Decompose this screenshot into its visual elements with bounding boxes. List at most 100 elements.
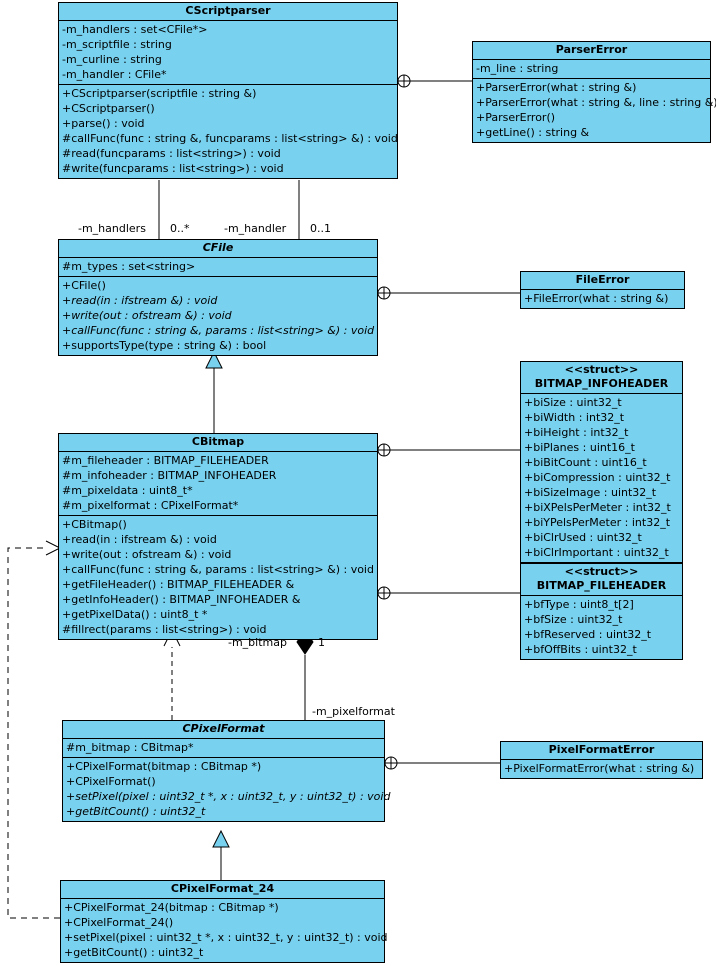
attribute-row: +bfSize : uint32_t xyxy=(524,613,623,626)
class-title: FileError xyxy=(521,272,684,290)
attribute-row: +biYPelsPerMeter : int32_t xyxy=(524,516,671,529)
attribute-row: +biClrUsed : uint32_t xyxy=(524,531,642,544)
attributes-compartment: #m_bitmap : CBitmap* xyxy=(63,739,384,758)
operations-compartment: +CBitmap() +read(in : ifstream &) : void… xyxy=(59,516,377,639)
operation-row: +getLine() : string & xyxy=(476,126,590,139)
class-title: CFile xyxy=(59,240,377,258)
operations-compartment: +ParserError(what : string &) +ParserErr… xyxy=(473,79,716,142)
class-cpixelformat[interactable]: CPixelFormat #m_bitmap : CBitmap* +CPixe… xyxy=(62,720,391,822)
operation-row: +PixelFormatError(what : string &) xyxy=(504,762,695,775)
operation-row: +CScriptparser(scriptfile : string &) xyxy=(62,87,257,100)
operations-compartment: +CPixelFormat_24(bitmap : CBitmap *) +CP… xyxy=(61,899,388,962)
operation-row: +parse() : void xyxy=(62,117,145,130)
attributes-compartment: #m_types : set<string> xyxy=(59,258,377,277)
attributes-compartment: -m_line : string xyxy=(473,60,710,79)
class-title: CPixelFormat_24 xyxy=(61,881,384,899)
attribute-row: +biCompression : uint32_t xyxy=(524,471,671,484)
stereotype-label: <<struct>> xyxy=(564,363,639,376)
attribute-row: +biWidth : int32_t xyxy=(524,411,625,424)
operation-row: +read(in : ifstream &) : void xyxy=(62,294,218,307)
attribute-row: +biSize : uint32_t xyxy=(524,396,622,409)
operations-compartment: +PixelFormatError(what : string &) xyxy=(501,760,702,778)
attribute-row: +biPlanes : uint16_t xyxy=(524,441,635,454)
class-bitmap-fileheader[interactable]: <<struct>> BITMAP_FILEHEADER +bfType : u… xyxy=(520,563,683,660)
class-title: CScriptparser xyxy=(59,3,397,21)
class-cbitmap[interactable]: CBitmap #m_fileheader : BITMAP_FILEHEADE… xyxy=(58,433,378,640)
label-handler-role: -m_handler xyxy=(224,222,287,235)
operation-row: +getBitCount() : uint32_t xyxy=(64,946,204,959)
operation-row: +getFileHeader() : BITMAP_FILEHEADER & xyxy=(62,578,295,591)
operation-row: +setPixel(pixel : uint32_t *, x : uint32… xyxy=(64,931,388,944)
attributes-compartment: +bfType : uint8_t[2] +bfSize : uint32_t … xyxy=(521,596,682,659)
operation-row: +CPixelFormat() xyxy=(66,775,156,788)
attribute-row: -m_scriptfile : string xyxy=(62,38,172,51)
label-handlers-role: -m_handlers xyxy=(78,222,146,235)
attribute-row: #m_types : set<string> xyxy=(62,260,196,273)
operation-row: +write(out : ofstream &) : void xyxy=(62,309,232,322)
attribute-row: +bfOffBits : uint32_t xyxy=(524,643,637,656)
operation-row: +getInfoHeader() : BITMAP_INFOHEADER & xyxy=(62,593,301,606)
operations-compartment: +CScriptparser(scriptfile : string &) +C… xyxy=(59,85,398,178)
label-handler-mult: 0..1 xyxy=(310,222,331,235)
label-bitmap-role: -m_bitmap xyxy=(228,636,287,649)
operation-row: #callFunc(func : string &, funcparams : … xyxy=(62,132,398,145)
attributes-compartment: +biSize : uint32_t +biWidth : int32_t +b… xyxy=(521,394,682,562)
operation-row: +CPixelFormat_24(bitmap : CBitmap *) xyxy=(64,901,279,914)
class-pixelformaterror[interactable]: PixelFormatError +PixelFormatError(what … xyxy=(500,741,703,779)
class-title: <<struct>> BITMAP_INFOHEADER xyxy=(521,362,682,394)
attribute-row: #m_pixelformat : CPixelFormat* xyxy=(62,499,239,512)
attribute-row: -m_handler : CFile* xyxy=(62,68,167,81)
operation-row: +ParserError(what : string &, line : str… xyxy=(476,96,716,109)
operation-row: +CPixelFormat(bitmap : CBitmap *) xyxy=(66,760,262,773)
attribute-row: +bfReserved : uint32_t xyxy=(524,628,652,641)
operation-row: +read(in : ifstream &) : void xyxy=(62,533,217,546)
class-cfile[interactable]: CFile #m_types : set<string> +CFile() +r… xyxy=(58,239,378,356)
operations-compartment: +CPixelFormat(bitmap : CBitmap *) +CPixe… xyxy=(63,758,391,821)
operation-row: +CFile() xyxy=(62,279,106,292)
operations-compartment: +FileError(what : string &) xyxy=(521,290,684,308)
class-title: <<struct>> BITMAP_FILEHEADER xyxy=(521,564,682,596)
class-cpixelformat-24[interactable]: CPixelFormat_24 +CPixelFormat_24(bitmap … xyxy=(60,880,388,963)
operation-row: #fillrect(params : list<string>) : void xyxy=(62,623,267,636)
attribute-row: +biSizeImage : uint32_t xyxy=(524,486,657,499)
attribute-row: #m_infoheader : BITMAP_INFOHEADER xyxy=(62,469,277,482)
attribute-row: +biBitCount : uint16_t xyxy=(524,456,647,469)
class-title: CBitmap xyxy=(59,434,377,452)
operation-row: #read(funcparams : list<string>) : void xyxy=(62,147,281,160)
class-name-label: BITMAP_INFOHEADER xyxy=(534,377,669,390)
attribute-row: +biClrImportant : uint32_t xyxy=(524,546,669,559)
operation-row: +FileError(what : string &) xyxy=(524,292,669,305)
operations-compartment: +CFile() +read(in : ifstream &) : void +… xyxy=(59,277,377,355)
operation-row: +write(out : ofstream &) : void xyxy=(62,548,232,561)
attribute-row: +bfType : uint8_t[2] xyxy=(524,598,634,611)
attribute-row: #m_bitmap : CBitmap* xyxy=(66,741,194,754)
attribute-row: #m_pixeldata : uint8_t* xyxy=(62,484,193,497)
operation-row: +ParserError() xyxy=(476,111,556,124)
class-fileerror[interactable]: FileError +FileError(what : string &) xyxy=(520,271,685,309)
attributes-compartment: #m_fileheader : BITMAP_FILEHEADER #m_inf… xyxy=(59,452,377,516)
operation-row: +CPixelFormat_24() xyxy=(64,916,174,929)
attribute-row: +biXPelsPerMeter : int32_t xyxy=(524,501,671,514)
operation-row: +CScriptparser() xyxy=(62,102,155,115)
operation-row: #write(funcparams : list<string>) : void xyxy=(62,162,284,175)
class-parsererror[interactable]: ParserError -m_line : string +ParserErro… xyxy=(472,41,716,143)
operation-row: +ParserError(what : string &) xyxy=(476,81,637,94)
operation-row: +callFunc(func : string &, params : list… xyxy=(62,324,375,337)
attributes-compartment: -m_handlers : set<CFile*> -m_scriptfile … xyxy=(59,21,397,85)
operation-row: +callFunc(func : string &, params : list… xyxy=(62,563,374,576)
operation-row: +setPixel(pixel : uint32_t *, x : uint32… xyxy=(66,790,391,803)
attribute-row: -m_line : string xyxy=(476,62,559,75)
attribute-row: +biHeight : int32_t xyxy=(524,426,629,439)
class-bitmap-infoheader[interactable]: <<struct>> BITMAP_INFOHEADER +biSize : u… xyxy=(520,361,683,563)
class-cscriptparser[interactable]: CScriptparser -m_handlers : set<CFile*> … xyxy=(58,2,398,179)
operation-row: +getPixelData() : uint8_t * xyxy=(62,608,208,621)
operation-row: +CBitmap() xyxy=(62,518,127,531)
attribute-row: -m_curline : string xyxy=(62,53,162,66)
edge-cpixelformat24-cbitmap-dep xyxy=(7,547,60,919)
label-pixelformat-role: -m_pixelformat xyxy=(312,705,395,718)
class-name-label: BITMAP_FILEHEADER xyxy=(536,579,667,592)
stereotype-label: <<struct>> xyxy=(564,565,639,578)
operation-row: +supportsType(type : string &) : bool xyxy=(62,339,267,352)
operation-row: +getBitCount() : uint32_t xyxy=(66,805,206,818)
